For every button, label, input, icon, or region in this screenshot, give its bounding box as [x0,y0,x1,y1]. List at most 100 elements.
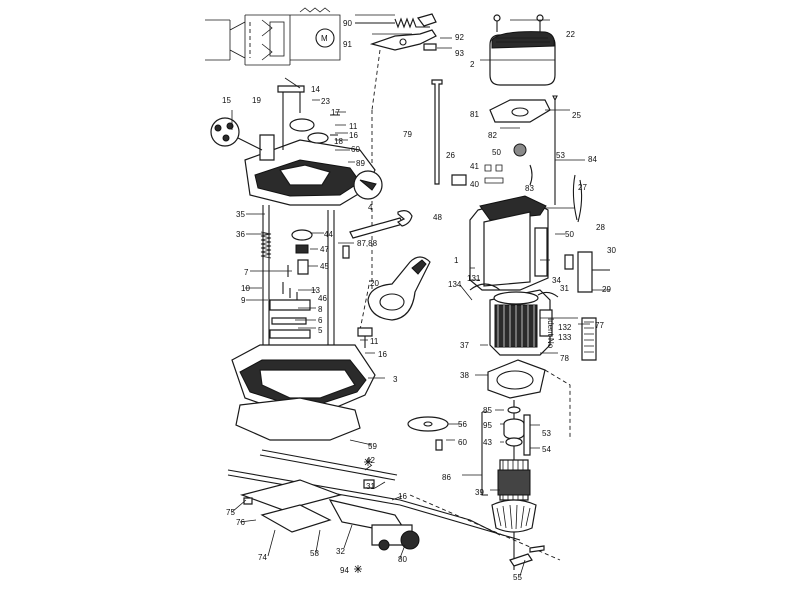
callout: 58 [310,549,319,558]
stator [469,283,597,361]
callout: 36 [236,230,245,239]
callout: 29 [602,285,611,294]
callout: 26 [446,151,455,160]
callout: 14 [311,85,320,94]
callout: 39 [475,488,484,497]
callout: 60 [458,438,467,447]
callout: 48 [433,213,442,222]
callout: 41 [470,162,479,171]
upper-housing [210,85,383,206]
callout: 60 [351,145,360,154]
rod-and-clip [431,79,504,186]
callout: 31 [366,482,375,491]
callout: 32 [336,547,345,556]
callout: 55 [513,573,522,582]
callout: 38 [460,371,469,380]
base-plate [231,327,376,441]
callout: 11 [370,337,379,346]
callout: 81 [470,110,479,119]
callout: 83 [525,184,534,193]
wrench [342,210,413,259]
edge-guide [227,449,561,561]
ident-plate-text: Ident No [546,318,555,349]
accessory-star-marks [354,458,372,573]
callout: 37 [460,341,469,350]
callout: 132 [558,323,572,332]
callout: 16 [398,492,407,501]
callout: 22 [566,30,575,39]
callout: 2 [470,60,475,69]
callout: 84 [588,155,597,164]
callout: 18 [334,137,343,146]
callout: 47 [320,245,329,254]
callout: 53 [542,429,551,438]
callout: 1 [454,256,459,265]
callout: 23 [321,97,330,106]
callout: 28 [596,223,605,232]
washer-disc [407,416,449,451]
callout: 30 [607,246,616,255]
callout: 8 [318,305,323,314]
armature-assembly [481,400,545,570]
callout: 31 [560,284,569,293]
callout: 50 [492,148,501,157]
callout: 3 [393,375,398,384]
motor-symbol-label: M [321,34,328,43]
callout: 13 [311,286,320,295]
callout: 131 [467,274,481,283]
callout: 10 [241,284,250,293]
callout: 54 [542,445,551,454]
callout: 95 [483,421,492,430]
callout: 45 [320,262,329,271]
callout: 76 [236,518,245,527]
callout: 25 [572,111,581,120]
chip-guard [367,256,431,321]
fan-housing-ring [487,359,571,440]
callout: 50 [565,230,574,239]
callout: 91 [343,40,352,49]
callout: 77 [595,321,604,330]
callout: 78 [560,354,569,363]
callout: 6 [318,316,323,325]
callout: 16 [378,350,387,359]
callout: 86 [442,473,451,482]
callout: 93 [455,49,464,58]
callout: 4 [368,203,373,212]
callout: 11 [349,122,358,131]
switch-lever-assembly [355,13,437,331]
callout: 75 [226,508,235,517]
callout: 82 [488,131,497,140]
callout: 9 [241,296,246,305]
callout: 94 [340,566,349,575]
callout: 15 [222,96,231,105]
callout: 56 [458,420,467,429]
callout: 20 [370,279,379,288]
callout: 89 [356,159,365,168]
callout: 7 [244,268,249,277]
callout: 92 [455,33,464,42]
callout: 43 [483,438,492,447]
motor-housing [469,174,610,293]
callout: 87,88 [357,239,378,248]
callout: 17 [331,108,340,117]
callout: 44 [324,230,333,239]
callout: 46 [318,294,327,303]
callout-labels: 22 90 91 92 93 2 81 25 82 50 84 41 53 40… [222,19,616,582]
callout: 85 [483,406,492,415]
callout: 27 [578,183,587,192]
callout: 134 [448,280,462,289]
callout: 19 [252,96,261,105]
callout: 74 [258,553,267,562]
callout: 42 [366,456,375,465]
callout: 35 [236,210,245,219]
callout: 5 [318,326,323,335]
callout: 59 [368,442,377,451]
callout: 90 [343,19,352,28]
leader-lines [231,14,610,577]
wiring-schematic: M [205,7,341,66]
callout: 40 [470,180,479,189]
callout: 79 [403,130,412,139]
callout: 80 [398,555,407,564]
callout: 34 [552,276,561,285]
